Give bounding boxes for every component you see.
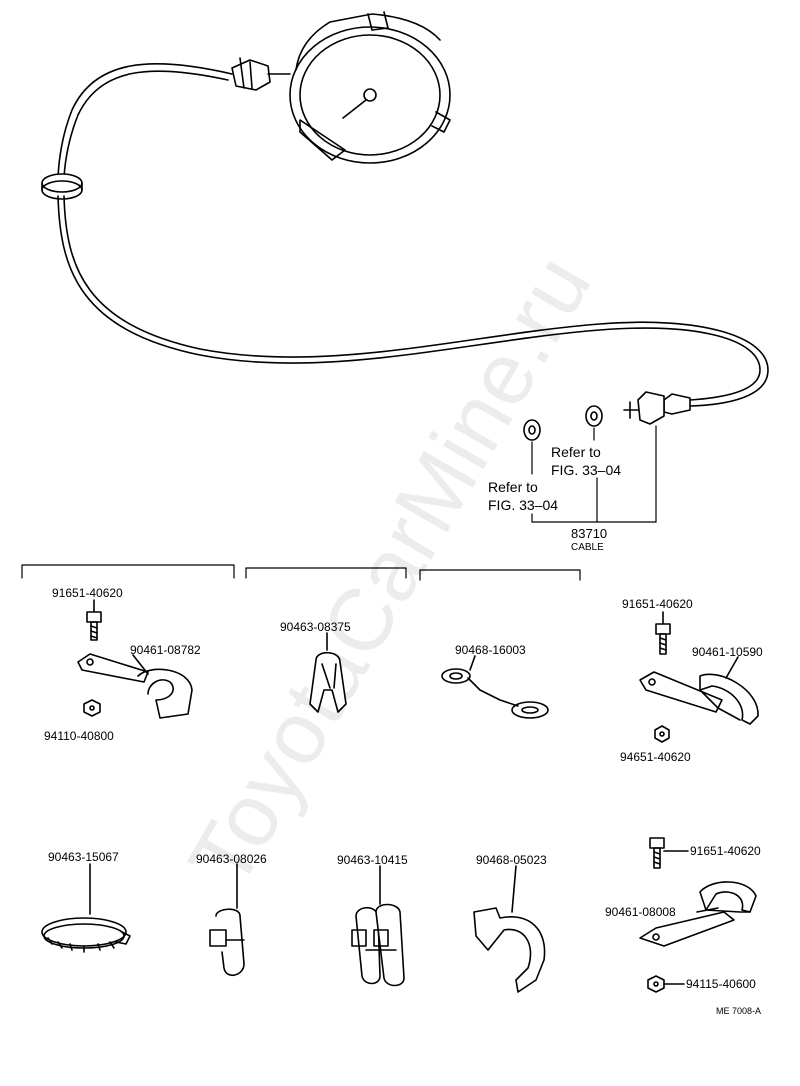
- drawing-code: ME 7008-A: [716, 1006, 762, 1016]
- part-label: 90468-05023: [476, 853, 547, 867]
- bracket-clamp-10590: [639, 656, 759, 725]
- nut-icon: [647, 975, 685, 993]
- nut-icon: [654, 725, 670, 743]
- group-brackets: [21, 564, 581, 581]
- part-label: 90463-08026: [196, 852, 267, 866]
- cable-callout-lines: [531, 425, 657, 523]
- part-label: 90463-10415: [337, 853, 408, 867]
- part-label: 90463-08375: [280, 620, 351, 634]
- band-15067: [41, 863, 131, 953]
- part-label: 90463-15067: [48, 850, 119, 864]
- speedometer-gauge: [289, 11, 451, 164]
- washer-left: [523, 419, 541, 441]
- ref-text: Refer to: [488, 479, 538, 495]
- bolt-icon: [86, 599, 102, 641]
- cable-name: CABLE: [571, 542, 604, 553]
- part-label: 94110-40800: [44, 729, 114, 743]
- washer-right: [585, 405, 603, 427]
- ref-fig: FIG. 33–04: [551, 462, 622, 478]
- part-label: 91651-40620: [52, 586, 123, 600]
- part-label: 90461-08782: [130, 643, 201, 657]
- cable-upper-connector: [231, 57, 291, 91]
- part-label: 90461-08008: [605, 905, 676, 919]
- nut-icon: [83, 699, 101, 717]
- cable-part-number: 83710: [571, 526, 608, 541]
- bolt-icon: [649, 837, 689, 869]
- cable-grommet: [41, 173, 83, 200]
- part-label: 91651-40620: [622, 597, 693, 611]
- clip-10415: [351, 865, 405, 987]
- bracket-clamp-08008: [639, 881, 757, 947]
- bolt-icon: [655, 611, 671, 655]
- bracket-clamp-08782: [77, 653, 193, 719]
- cable-lower-connector: [623, 391, 691, 425]
- part-label: 90461-10590: [692, 645, 763, 659]
- part-label: 90468-16003: [455, 643, 526, 657]
- clip-08375: [309, 632, 347, 713]
- ref-fig: FIG. 33–04: [488, 497, 559, 513]
- speedometer-cable: [57, 62, 769, 407]
- wire-clamp-16003: [441, 655, 549, 719]
- part-label: 94115-40600: [686, 977, 756, 991]
- ref-text: Refer to: [551, 444, 601, 460]
- part-label: 94651-40620: [620, 750, 691, 764]
- clip-05023: [473, 865, 546, 993]
- part-label: 91651-40620: [690, 844, 761, 858]
- clip-08026: [209, 863, 245, 976]
